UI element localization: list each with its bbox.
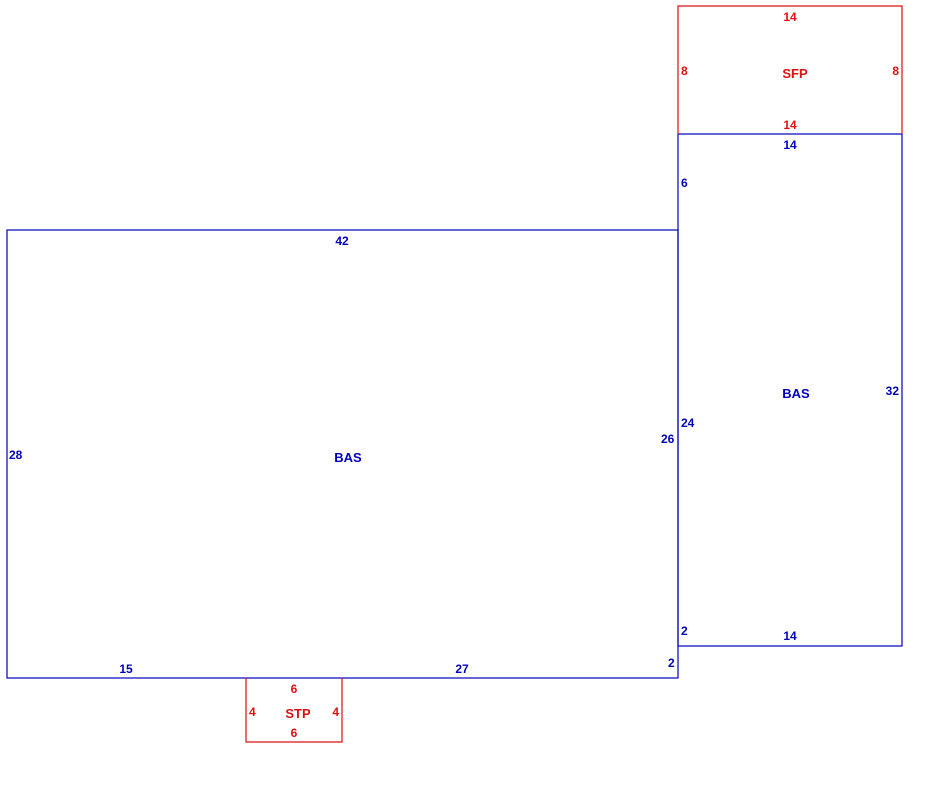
stp-outline [245, 678, 343, 743]
sfp-left-dimension: 8 [681, 64, 688, 78]
wing-left-lower-dimension: 2 [681, 624, 688, 638]
main-left-dimension: 28 [9, 448, 23, 462]
main-bottom-left-dimension: 15 [119, 662, 133, 676]
wing-area-code: BAS [782, 386, 810, 401]
sfp-top-dimension: 14 [783, 10, 797, 24]
wing-right-dimension: 32 [886, 384, 900, 398]
sfp-area: SFP 14 14 8 8 [677, 5, 903, 134]
stp-area-code: STP [285, 706, 311, 721]
wing-left-mid-dimension: 24 [681, 416, 695, 430]
main-area-code: BAS [334, 450, 362, 465]
main-top-dimension: 42 [335, 234, 349, 248]
main-right-dimension: 26 [661, 432, 675, 446]
wing-bottom-dimension: 14 [783, 629, 797, 643]
wing-living-outline [677, 133, 903, 647]
sfp-outline [677, 5, 903, 134]
main-bottom-right-dimension: 27 [455, 662, 469, 676]
sfp-right-dimension: 8 [892, 64, 899, 78]
stp-area: STP 6 6 4 4 [245, 678, 343, 743]
stp-top-dimension: 6 [291, 682, 298, 696]
main-living-area: BAS 42 28 26 15 27 2 [6, 229, 679, 679]
wing-top-dimension: 14 [783, 138, 797, 152]
wing-living-area: BAS 14 6 24 2 32 14 [677, 133, 903, 647]
wing-left-upper-dimension: 6 [681, 176, 688, 190]
stp-left-dimension: 4 [249, 705, 256, 719]
stp-bottom-dimension: 6 [291, 726, 298, 740]
sfp-area-code: SFP [782, 66, 808, 81]
sfp-bottom-dimension: 14 [783, 118, 797, 132]
main-corner-dimension: 2 [668, 656, 675, 670]
stp-right-dimension: 4 [332, 705, 339, 719]
